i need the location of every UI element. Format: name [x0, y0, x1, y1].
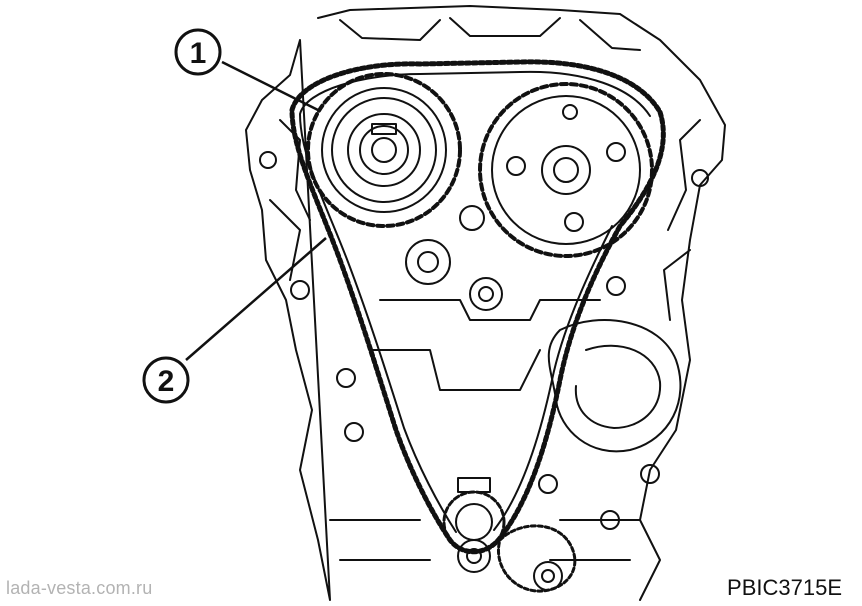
callout-1-number: 1: [190, 37, 207, 70]
intake-camshaft-sprocket: [306, 72, 462, 228]
bolt-boss: [600, 510, 620, 530]
oil-pan-flange: [329, 519, 641, 561]
oil-pump-drive: [497, 524, 577, 593]
bolt-boss: [336, 368, 356, 388]
bolt-boss: [478, 286, 494, 302]
bolt-boss: [469, 277, 503, 311]
timing-chain-inner: [299, 70, 651, 533]
callout-2: 2: [142, 356, 190, 404]
bolt-boss: [259, 151, 277, 169]
bolt-boss: [417, 251, 439, 273]
block-rib-left: [269, 119, 311, 281]
figure-code: PBIC3715E: [727, 575, 842, 600]
block-mid-web: [369, 299, 601, 391]
bolt-boss: [290, 280, 310, 300]
callout-1: 1: [174, 28, 222, 76]
callout-1-leader: [221, 60, 319, 112]
bolt-boss: [459, 205, 485, 231]
bolt-boss: [538, 474, 558, 494]
exhaust-camshaft-sprocket: [478, 82, 654, 258]
crankshaft-sprocket: [442, 477, 506, 573]
bolt-boss: [344, 422, 364, 442]
water-pump-inner: [574, 344, 662, 429]
bolt-boss: [691, 169, 709, 187]
callout-2-number: 2: [158, 365, 175, 398]
timing-chain: [289, 59, 666, 555]
head-cover-detail: [339, 17, 641, 51]
callout-2-leader: [185, 237, 327, 361]
watermark: lada-vesta.com.ru: [6, 578, 153, 598]
bolt-boss: [606, 276, 626, 296]
water-pump-housing: [547, 319, 682, 453]
engine-block-outline: [245, 5, 726, 601]
bolt-boss: [640, 464, 660, 484]
bolt-boss: [405, 239, 451, 285]
block-rib-right: [663, 119, 701, 321]
